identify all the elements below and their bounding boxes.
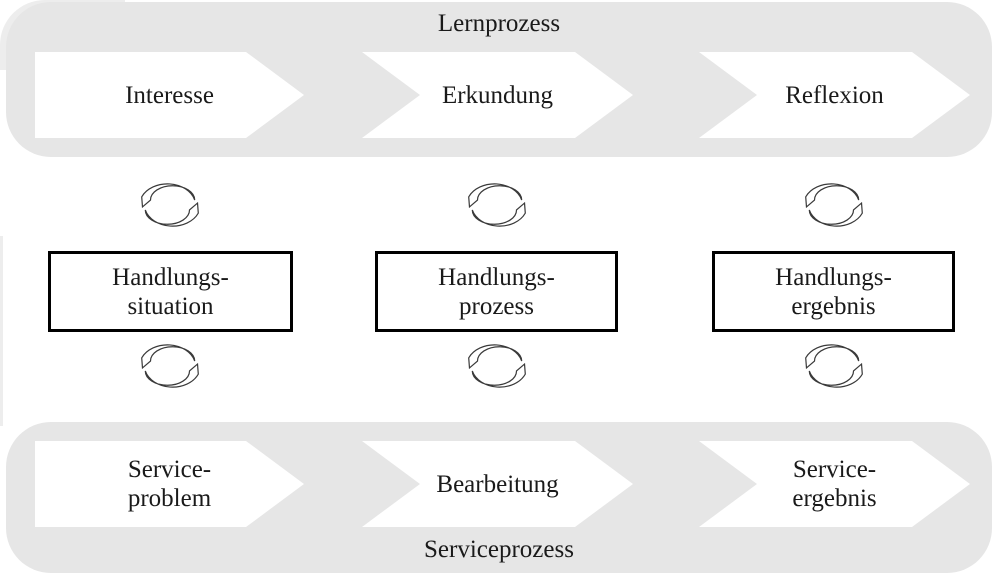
step-label: Service- (792, 456, 877, 483)
step-label: Erkundung (441, 81, 554, 109)
cycle-arrows-icon (138, 339, 202, 393)
cropped-edge-line (0, 236, 3, 426)
lernprozess-steps: Interesse Erkundung Reflexion (6, 52, 992, 138)
lernprozess-label: Lernprozess (437, 10, 561, 37)
step-serviceproblem: Service- problem (35, 441, 304, 527)
step-bearbeitung: Bearbeitung (362, 441, 633, 527)
cycle-arrows-icon (138, 178, 202, 232)
box-handlungsprozess: Handlungs- prozess (375, 251, 618, 332)
box-label-line1: Handlungs- (112, 263, 229, 291)
box-handlungssituation: Handlungs- situation (48, 251, 293, 332)
step-label: Bearbeitung (436, 470, 559, 498)
lernprozess-band: Lernprozess Interesse Erkundung Reflexio… (6, 2, 992, 157)
step-label: Interesse (125, 81, 214, 109)
box-label-line1: Handlungs- (438, 263, 555, 291)
cycle-arrows-icon (802, 339, 866, 393)
cycle-arrows-icon (465, 178, 529, 232)
serviceprozess-band: Service- problem Bearbeitung Service- er… (6, 422, 992, 573)
step-serviceergebnis: Service- ergebnis (699, 441, 970, 527)
step-erkundung: Erkundung (362, 52, 633, 138)
serviceprozess-label: Serviceprozess (424, 536, 574, 563)
serviceprozess-steps: Service- problem Bearbeitung Service- er… (6, 441, 992, 527)
box-label-line2: ergebnis (791, 292, 876, 320)
box-label-line2: prozess (459, 292, 534, 320)
step-reflexion: Reflexion (699, 52, 970, 138)
box-label-line2: situation (127, 292, 214, 320)
step-label-line2: ergebnis (792, 485, 877, 512)
box-handlungsergebnis: Handlungs- ergebnis (712, 251, 955, 332)
box-label-line1: Handlungs- (775, 263, 892, 291)
step-interesse: Interesse (35, 52, 304, 138)
cycle-arrows-icon (465, 339, 529, 393)
step-label: Reflexion (785, 81, 884, 109)
step-label-line2: problem (127, 485, 212, 512)
cycle-arrows-icon (802, 178, 866, 232)
step-label: Service- (127, 456, 212, 483)
